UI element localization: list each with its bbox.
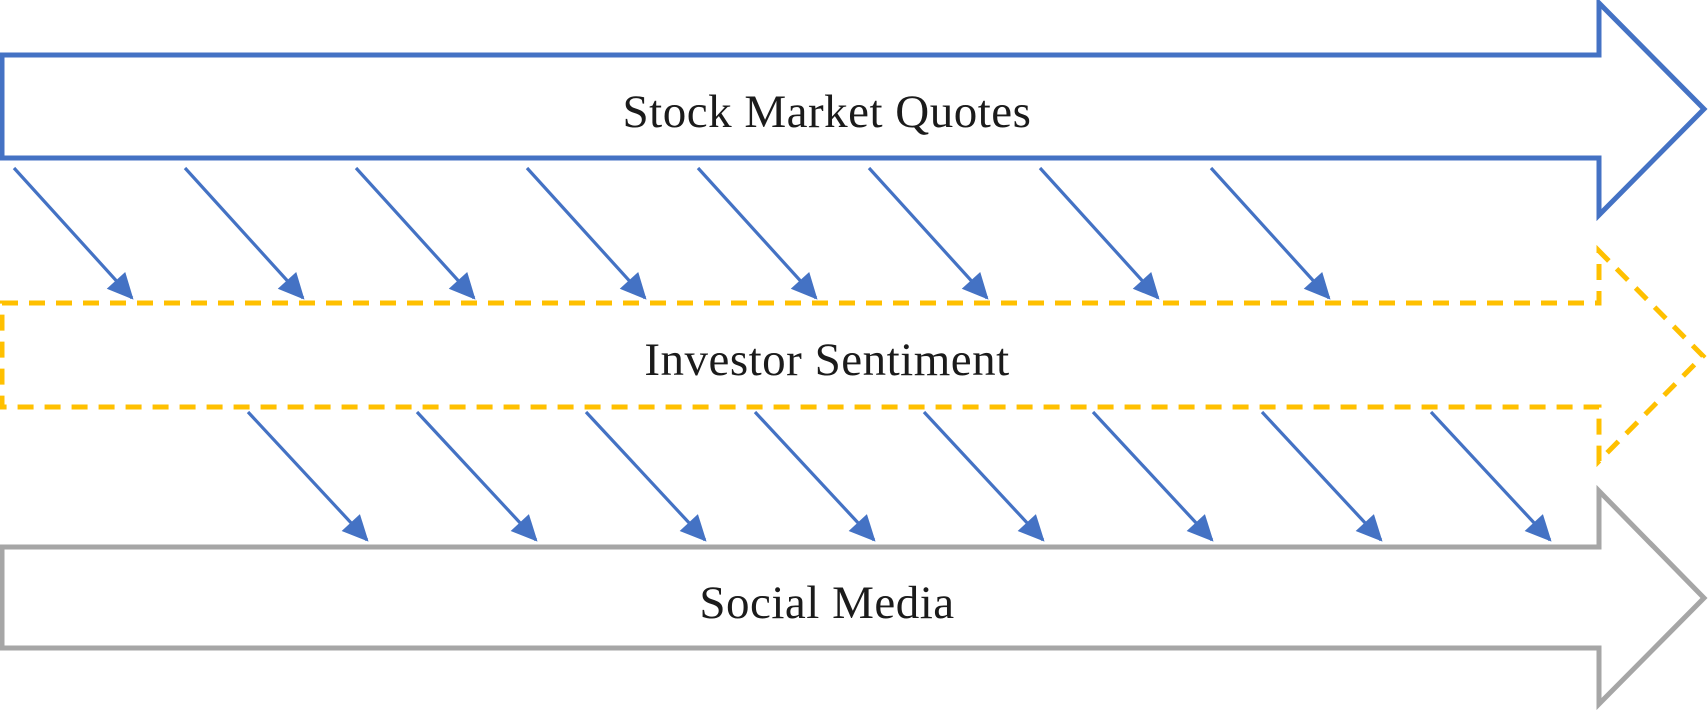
- diagonal-connector-arrow: [525, 166, 647, 300]
- stock-market-quotes-arrow-shape: [0, 0, 1708, 222]
- diagonal-connector-arrow: [12, 166, 134, 300]
- diagonal-connector-arrow: [584, 410, 707, 542]
- investor-sentiment-arrow-shape: [0, 244, 1707, 468]
- diagonal-connector-arrow: [246, 410, 369, 542]
- diagonal-connector-arrow: [1209, 166, 1331, 300]
- diagonal-connector-arrow: [753, 410, 876, 542]
- diagonal-connector-arrow: [922, 410, 1045, 542]
- diagonal-connector-arrow: [183, 166, 305, 300]
- sentiment-to-social-connectors: [246, 410, 1552, 542]
- diagonal-connector-arrow: [1429, 410, 1552, 542]
- diagonal-connector-arrow: [867, 166, 989, 300]
- diagonal-connector-arrow: [354, 166, 476, 300]
- diagonal-connector-arrow: [415, 410, 538, 542]
- diagonal-connector-arrow: [1260, 410, 1383, 542]
- diagonal-connector-arrow: [696, 166, 818, 300]
- diagonal-connector-arrow: [1091, 410, 1214, 542]
- social-media-arrow-shape: [0, 484, 1708, 710]
- diagonal-connector-arrow: [1038, 166, 1160, 300]
- quotes-to-sentiment-connectors: [12, 166, 1331, 300]
